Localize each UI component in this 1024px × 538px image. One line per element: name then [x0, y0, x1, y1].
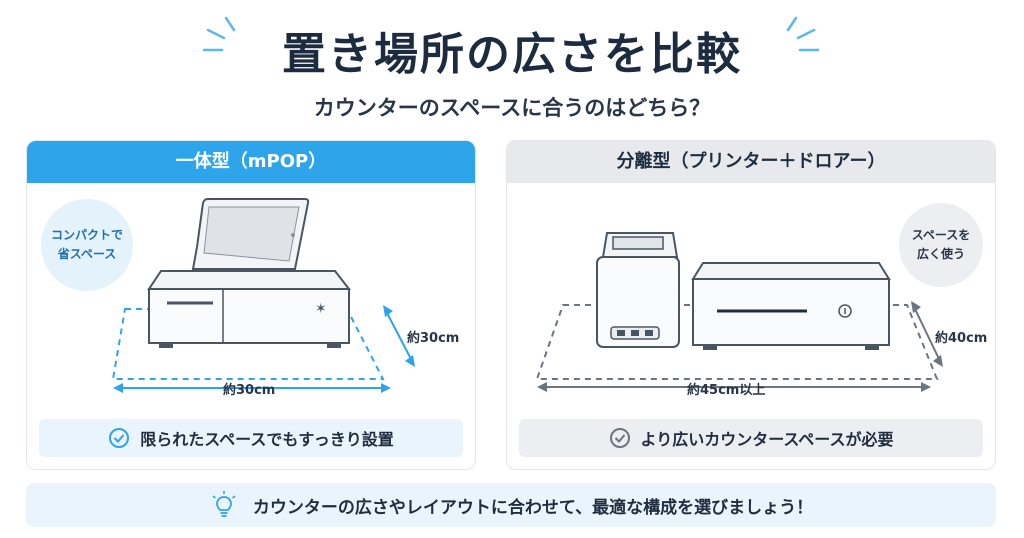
width-label: 約45cm以上 — [687, 383, 766, 398]
spark-lines-icon — [786, 16, 820, 52]
integrated-panel-title: 一体型（mPOP） — [27, 141, 475, 183]
separate-note: より広いカウンタースペースが必要 — [519, 419, 983, 457]
mpop-illustration: ✶ — [111, 198, 415, 393]
integrated-panel: 一体型（mPOP） ✶ コンパクトで 省スペース 約30cm 約30cm — [26, 140, 476, 470]
page-title: 置き場所の広さを比較 — [282, 29, 742, 80]
printer-drawer-illustration — [535, 232, 943, 392]
svg-text:✶: ✶ — [315, 301, 327, 317]
integrated-note: 限られたスペースでもすっきり設置 — [39, 419, 463, 457]
separate-panel-title: 分離型（プリンター＋ドロアー） — [507, 141, 995, 183]
spark-lines-icon — [202, 16, 236, 52]
footer-tip: カウンターの広さやレイアウトに合わせて、最適な構成を選びましょう！ — [26, 483, 996, 527]
depth-label: 約30cm — [407, 331, 460, 346]
compact-badge: コンパクトで 省スペース — [41, 199, 133, 291]
width-label: 約30cm — [223, 383, 276, 398]
space-badge: スペースを 広く使う — [899, 203, 983, 287]
check-circle-icon — [609, 428, 630, 448]
check-circle-icon — [109, 428, 130, 448]
page-subtitle: カウンターのスペースに合うのはどちら？ — [313, 96, 711, 120]
footer-text: カウンターの広さやレイアウトに合わせて、最適な構成を選びましょう！ — [252, 497, 814, 518]
lightbulb-icon — [212, 491, 236, 517]
depth-label: 約40cm — [935, 331, 988, 346]
separate-panel: 分離型（プリンター＋ドロアー） スペースを 広く使う — [506, 140, 996, 470]
